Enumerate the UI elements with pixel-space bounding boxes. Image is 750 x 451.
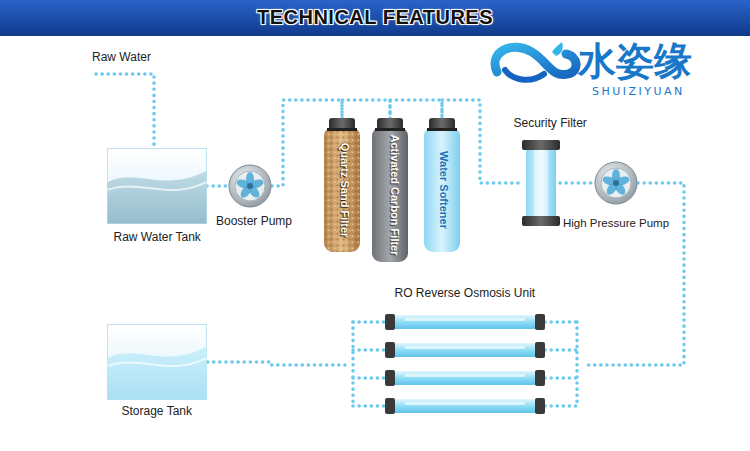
component-label: RO Reverse Osmosis Unit bbox=[395, 286, 536, 300]
logo-subtext: SHUIZIYUAN bbox=[592, 85, 685, 98]
high-pressure-pump: High Pressure Pump bbox=[560, 161, 672, 231]
component-label: Booster Pump bbox=[216, 214, 292, 228]
title-bar bbox=[0, 0, 750, 36]
ro-unit: RO Reverse Osmosis Unit bbox=[345, 286, 585, 422]
filter-label: Activated Carbon Filter bbox=[388, 134, 402, 255]
pipe-connector bbox=[207, 184, 228, 188]
logo-mark bbox=[495, 42, 576, 80]
pipe-connector bbox=[207, 362, 345, 365]
quartz-sand-filter: Quartz Sand Filter bbox=[324, 118, 360, 252]
raw-water-tank: Raw Water Tank bbox=[106, 146, 208, 246]
activated-carbon-filter: Activated Carbon Filter bbox=[372, 118, 408, 262]
component-label: Storage Tank bbox=[122, 404, 193, 418]
sec-shape bbox=[522, 140, 560, 226]
tank-shape bbox=[107, 324, 207, 400]
title: TECHNICAL FEATURES bbox=[0, 6, 750, 29]
inlet-label: Raw Water bbox=[92, 50, 151, 64]
pipe-connector bbox=[342, 100, 390, 118]
pump-shape bbox=[228, 164, 272, 208]
storage-tank: Storage Tank bbox=[106, 322, 208, 422]
pipe-connector bbox=[585, 183, 684, 365]
component-label: Raw Water Tank bbox=[114, 230, 201, 244]
logo-text: 水姿缘 bbox=[578, 38, 692, 84]
component-label: Security Filter bbox=[514, 116, 587, 130]
ro-shape bbox=[345, 308, 585, 422]
booster-pump: Booster Pump bbox=[216, 164, 296, 230]
component-label: High Pressure Pump bbox=[563, 216, 669, 230]
filter-label: Quartz Sand Filter bbox=[338, 143, 352, 238]
tank-shape bbox=[107, 148, 207, 224]
inlet-pipe bbox=[96, 74, 154, 146]
pipe-connector bbox=[560, 181, 594, 185]
pipe-connector bbox=[390, 100, 442, 118]
water-softener: Water Softener bbox=[424, 118, 460, 252]
security-filter: Security Filter bbox=[505, 116, 595, 228]
pump-shape bbox=[594, 161, 638, 205]
filter-label: Water Softener bbox=[437, 151, 451, 229]
